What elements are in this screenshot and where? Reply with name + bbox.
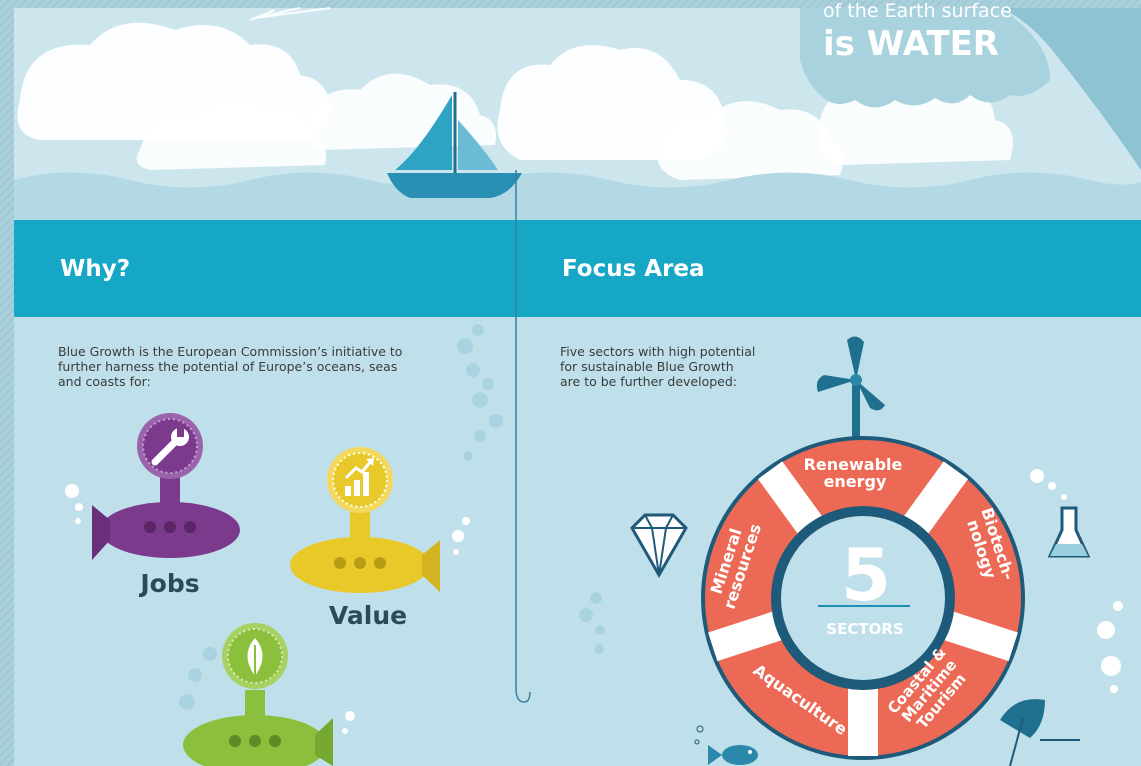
value-label: Value [329, 601, 407, 630]
bubbles [179, 324, 605, 710]
sailboat-icon [387, 92, 522, 198]
focus-description: Five sectors with high potential for sus… [560, 344, 755, 389]
sectors-label: SECTORS [826, 620, 903, 638]
leaf-submarine [183, 623, 333, 766]
why-description-line: Blue Growth is the European Commission’s… [58, 344, 403, 359]
lifebuoy [701, 436, 1025, 760]
sea-surface [14, 172, 1141, 230]
wrench-icon [151, 428, 189, 466]
wave [800, 8, 1141, 170]
sectors-count: 5 [841, 533, 891, 617]
white-bubbles [65, 469, 1123, 734]
sun-rays [249, 7, 331, 21]
header-band [14, 220, 1141, 317]
fish-icon [694, 725, 758, 765]
water-subtitle: of the Earth surface [823, 0, 1012, 22]
jobs-submarine [92, 413, 240, 560]
focus-area-heading: Focus Area [562, 256, 705, 282]
svg-text:energy: energy [824, 472, 887, 491]
diamond-icon [630, 513, 688, 579]
why-heading: Why? [60, 256, 131, 282]
water-title: is WATER [823, 24, 999, 64]
why-description: Blue Growth is the European Commission’s… [58, 344, 402, 389]
focus-description-line: are to be further developed: [560, 374, 738, 389]
value-submarine [290, 447, 440, 593]
beach-umbrella-icon [1000, 699, 1080, 766]
why-description-line: and coasts for: [58, 374, 151, 389]
why-description-line: further harness the potential of Europe’… [58, 359, 398, 374]
jobs-label: Jobs [138, 569, 199, 598]
wind-turbine-icon [816, 336, 885, 440]
focus-description-line: Five sectors with high potential [560, 344, 756, 359]
sector-label-renewable-energy: Renewable energy [804, 455, 903, 491]
focus-description-line: for sustainable Blue Growth [560, 359, 734, 374]
growth-chart-icon [344, 458, 374, 496]
leaf-icon [247, 638, 263, 682]
svg-text:Renewable: Renewable [804, 455, 903, 474]
flask-icon [1047, 506, 1091, 558]
fishing-line [515, 170, 531, 703]
